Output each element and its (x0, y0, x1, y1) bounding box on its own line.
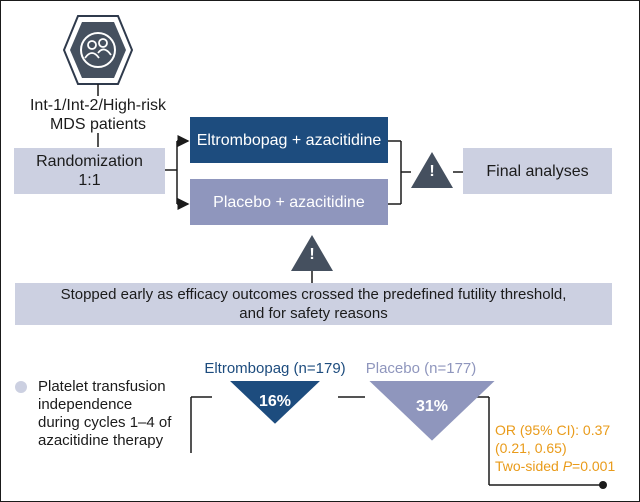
treatment-result-value: 16% (258, 392, 292, 410)
final-analyses-label: Final analyses (486, 162, 589, 180)
endpoint-line1: Platelet transfusion (38, 378, 166, 395)
treatment-result-label: Eltrombopag (n=179) (204, 360, 346, 377)
p-value-number: =0.001 (572, 458, 616, 474)
warning-triangle-icon (411, 152, 453, 188)
control-result-label: Placebo (n=177) (365, 360, 477, 377)
control-result-triangle (369, 381, 495, 441)
treatment-result-triangle (230, 381, 320, 424)
p-value-prefix: Two-sided (495, 458, 563, 474)
treatment-arm-label: Eltrombopag + azacitidine (196, 131, 382, 149)
population-label: Int-1/Int-2/High-risk MDS patients (15, 97, 181, 133)
endpoint-label: Platelet transfusion independence during… (38, 378, 188, 450)
warning-symbol: ! (309, 246, 315, 263)
final-analyses-box: Final analyses (463, 148, 612, 194)
randomization-line1: Randomization (36, 153, 143, 170)
population-label-line2: MDS patients (49, 116, 147, 133)
odds-ratio-text: OR (95% CI): 0.37 (0.21, 0.65) Two-sided… (495, 421, 635, 475)
endpoint-line4: azacitidine therapy (38, 432, 164, 449)
early-stop-note: Stopped early as efficacy outcomes cross… (15, 283, 612, 325)
p-value-line: Two-sided P=0.001 (495, 457, 635, 475)
endpoint-bullet-icon (15, 381, 27, 393)
early-stop-line2: and for safety reasons (239, 305, 388, 322)
control-arm-box: Placebo + azacitidine (190, 179, 388, 225)
randomization-box: Randomization 1:1 (14, 148, 165, 194)
results-baseline-end (599, 481, 607, 489)
control-arm-label: Placebo + azacitidine (213, 193, 365, 211)
p-value-symbol: P (562, 458, 573, 474)
control-result-value: 31% (415, 397, 449, 415)
odds-ratio-line1: OR (95% CI): 0.37 (495, 422, 611, 438)
population-label-line1: Int-1/Int-2/High-risk (29, 97, 167, 114)
warning-triangle-icon (291, 235, 333, 271)
randomization-line2: 1:1 (78, 172, 101, 189)
warning-symbol: ! (429, 163, 435, 180)
patients-group-icon (62, 15, 134, 85)
early-stop-line1: Stopped early as efficacy outcomes cross… (60, 286, 567, 303)
odds-ratio-line2: (0.21, 0.65) (495, 440, 567, 456)
endpoint-line2: independence (38, 396, 133, 413)
endpoint-line3: during cycles 1–4 of (38, 414, 172, 431)
treatment-arm-box: Eltrombopag + azacitidine (190, 117, 388, 163)
